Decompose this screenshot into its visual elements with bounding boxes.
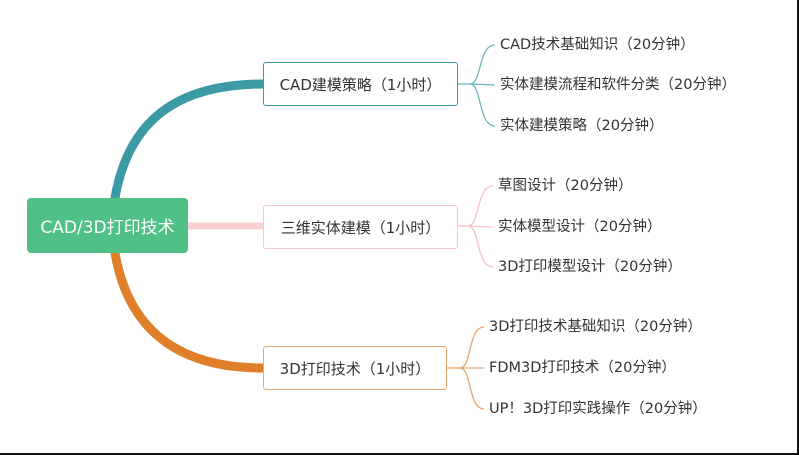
branch-2-leaf-connectors (458, 185, 494, 268)
leaf-node[interactable]: 实体建模策略（20分钟） (500, 116, 663, 136)
connector-root-branch-1 (110, 79, 268, 203)
leaf-label: 实体建模流程和软件分类（20分钟） (500, 77, 736, 93)
branch-label: CAD建模策略（1小时） (279, 75, 442, 94)
leaf-node[interactable]: 实体模型设计（20分钟） (498, 217, 661, 237)
leaf-label: 3D打印技术基础知识（20分钟） (489, 319, 702, 335)
connector-root-branch-3 (110, 248, 268, 373)
branch-label: 三维实体建模（1小时） (280, 218, 441, 237)
root-node-label: CAD/3D打印技术 (40, 218, 175, 238)
leaf-label: 草图设计（20分钟） (498, 178, 633, 194)
leaf-node[interactable]: UP！3D打印实践操作（20分钟） (489, 399, 707, 419)
branch-node-3d-solid-modeling[interactable]: 三维实体建模（1小时） (263, 205, 458, 249)
branch-3-leaf-connectors (447, 326, 485, 410)
root-node[interactable]: CAD/3D打印技术 (27, 198, 188, 253)
leaf-node[interactable]: FDM3D打印技术（20分钟） (489, 358, 676, 378)
branch-node-cad-modeling[interactable]: CAD建模策略（1小时） (263, 62, 458, 106)
leaf-label: 3D打印模型设计（20分钟） (498, 259, 682, 275)
branch-1-leaf-connectors (458, 44, 496, 127)
leaf-label: 实体建模策略（20分钟） (500, 118, 664, 134)
leaf-label: 实体模型设计（20分钟） (498, 219, 662, 235)
branch-node-3d-printing[interactable]: 3D打印技术（1小时） (263, 346, 447, 390)
leaf-label: UP！3D打印实践操作（20分钟） (489, 401, 707, 417)
leaf-node[interactable]: 实体建模流程和软件分类（20分钟） (500, 75, 736, 95)
leaf-label: CAD技术基础知识（20分钟） (500, 37, 695, 53)
leaf-node[interactable]: 3D打印技术基础知识（20分钟） (489, 317, 702, 337)
leaf-label: FDM3D打印技术（20分钟） (489, 360, 676, 376)
leaf-node[interactable]: 3D打印模型设计（20分钟） (498, 257, 682, 277)
leaf-node[interactable]: 草图设计（20分钟） (498, 176, 632, 196)
branch-label: 3D打印技术（1小时） (279, 359, 431, 378)
leaf-node[interactable]: CAD技术基础知识（20分钟） (500, 35, 695, 55)
